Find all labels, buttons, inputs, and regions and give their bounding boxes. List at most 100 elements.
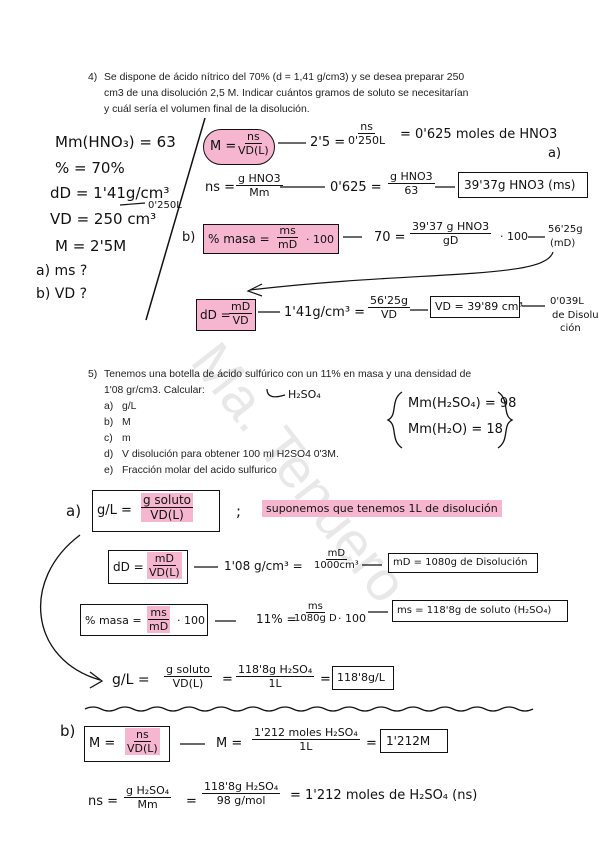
p5b-ns-lhs: ns = [88,794,119,809]
p5a-d-num: mD [152,552,176,566]
problem-5-line-1: Tenemos una botella de ácido sulfúrico c… [104,369,472,380]
p5a-gl2-num: g soluto [164,663,213,677]
p4-masa2-lhs: 70 = [374,230,406,245]
p4-result-b: VD = 39'89 cm³ [435,300,523,313]
problem-5-line-2: 1'08 gr/cm3. Calcular: [104,385,205,396]
p4-data-volume: VD = 250 cm³ [50,210,157,228]
p5a-masa2-mul: · 100 [338,612,366,625]
p5-item-a: g/L [122,401,137,412]
p4-data-density: dD = 1'41g/cm³ [50,184,170,202]
p5-item-a-letter: a) [104,401,114,412]
p5b-M2-num: 1'212 moles H₂SO₄ [252,726,360,740]
p4-ns2-lhs: 0'625 = [330,180,382,195]
p5a-d-den: VD(L) [149,566,180,579]
p4-part-b-label: b) [182,230,196,245]
p5b-ns-result: = 1'212 moles de H₂SO₄ (ns) [290,788,478,803]
p5-acid-note: H₂SO₄ [288,388,321,401]
p5a-ms-result-box: ms = 118'8g de soluto (H₂SO₄) [392,600,568,622]
p5a-masa2-lhs: 11% = [256,612,297,626]
p5-item-d-letter: d) [104,449,114,460]
p4-masa-den: mD [278,238,298,251]
p5a-d2-lhs: 1'08 g/cm³ = [224,559,303,573]
p4-d-lhs: dD = [200,308,231,322]
p4-masa2-den: gD [442,234,459,247]
p5b-M2-lhs: M = [216,736,243,751]
p5b-M-den: VD(L) [127,742,158,755]
p5a-label: a) [66,502,82,520]
p5a-gl2b-den: 1L [268,677,282,690]
problem-4-number: 4) [88,72,98,83]
p5a-gl2-den: VD(L) [172,677,204,690]
p5-item-c: m [122,433,131,444]
p5a-masa-lhs: % masa = [85,614,142,627]
p4-question-b: b) VD ? [36,286,88,302]
p4-volume-conversion: 0'250L [148,200,182,211]
p5-mm-h2so4: Mm(H₂SO₄) = 98 [408,396,517,411]
p5a-gl-result-box: 118'8g/L [332,666,394,690]
p4-md-result-tag: (mD) [550,238,576,249]
p5b-ns2-den: 98 g/mol [216,794,266,807]
p5b-M-num: ns [134,728,151,742]
p5-item-c-letter: c) [104,433,113,444]
p5b-M-result-box: 1'212M [380,729,448,753]
p4-ns-num: g HNO3 [236,172,283,186]
p5a-gl2-eq2: = [320,672,331,687]
problem-4-line-3: y cuál sería el volumen final de la diso… [104,104,310,115]
p4-masa-mul: · 100 [306,233,334,246]
p5a-gl-num: g soluto [141,493,194,508]
problem-5-number: 5) [88,369,98,380]
p4-molarity-num: ns [245,130,262,144]
p5b-M2-eq: = [366,736,377,751]
p5b-ns-den: Mm [137,798,158,811]
p4-masa2-num: 39'37 g HNO3 [410,220,492,234]
p4-d2-num: 56'25g [368,294,411,308]
p4-masa-num: ms [277,224,298,238]
problem-4-line-2: cm3 de una disolución 2,5 M. Indicar cuá… [104,88,469,99]
p5a-md-result-box: mD = 1080g de Disolución [388,553,538,573]
p5a-gl-lhs: g/L = [97,503,132,518]
p4-step1-den: 0'250L [348,134,386,147]
p4-final-volume: 0'039L [550,296,584,307]
p5a-ms-result: ms = 118'8g de soluto (H₂SO₄) [397,605,552,616]
p5a-masa-mul: · 100 [177,614,205,627]
p5-item-b-letter: b) [104,417,114,428]
p4-d2-lhs: 1'41g/cm³ = [284,305,366,320]
p4-result-a: 39'37g HNO3 (ms) [464,178,576,192]
p5a-d-lhs: dD = [113,560,144,574]
p4-ns2-num: g HNO3 [388,170,435,184]
p4-d-num: mD [229,300,253,314]
p4-final-volume-3: ción [560,323,581,334]
problem-4-line-1: Se dispone de ácido nítrico del 70% (d =… [104,72,465,83]
p5a-assumption: suponemos que tenemos 1L de disolución [262,500,502,517]
p5a-gl-result: 118'8g/L [337,671,385,684]
p4-step1-result: = 0'625 moles de HNO3 [400,127,558,142]
p5a-gl2-lhs: g/L = [112,672,150,688]
p4-step1-num: ns [358,120,375,134]
p5-item-e-letter: e) [104,465,114,476]
p4-question-a: a) ms ? [36,263,88,279]
p4-part-a-label: a) [548,146,562,161]
p5a-masa-num: ms [148,606,169,620]
p5b-M-lhs: M = [89,736,116,751]
p4-ns2-den: 63 [404,184,419,197]
p5a-semicolon: ; [236,502,242,520]
p5b-M-result: 1'212M [386,734,431,748]
p4-d2-den: VD [381,308,397,321]
p4-masa-lhs: % masa = [208,232,270,246]
p5-item-d: V disolución para obtener 100 ml H2SO4 0… [122,449,339,460]
p4-ns-den: Mm [249,186,270,199]
p4-molarity-lhs: M = [210,139,237,154]
p4-masa2-mul: · 100 [500,230,528,243]
p5b-ns-eq: = [186,794,197,809]
p4-data-percent: % = 70% [55,159,125,177]
p5-mm-h2o: Mm(H₂O) = 18 [408,422,503,437]
p4-data-mm: Mm(HNO₃) = 63 [55,133,176,151]
p5a-masa-den: mD [149,620,169,633]
p5a-d2-den: 1000cm³ [314,560,359,571]
p5a-masa2-den: 1080g D [294,613,337,624]
